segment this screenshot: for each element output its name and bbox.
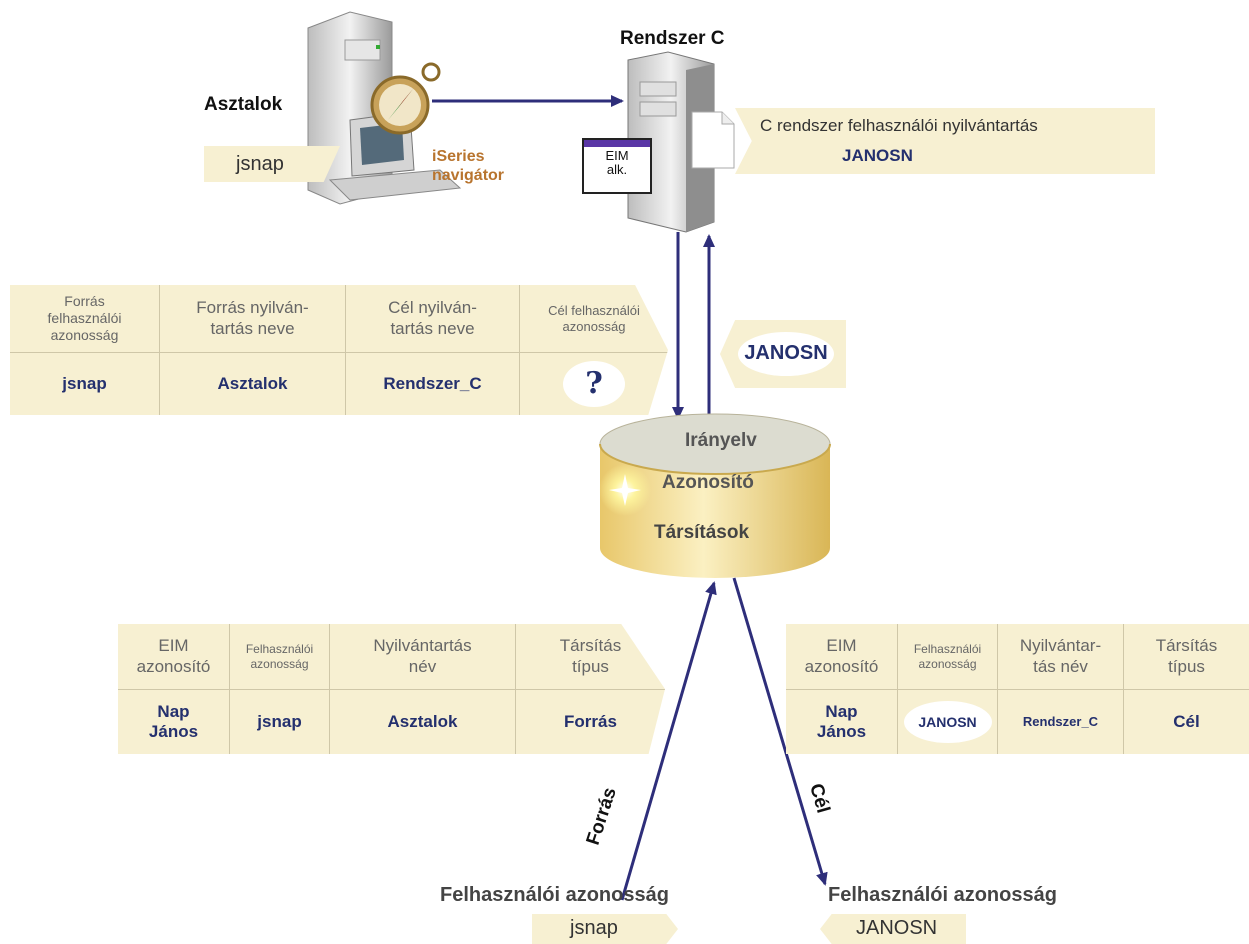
db-bottom-label: Társítások bbox=[654, 522, 750, 543]
eim-app-label: EIM alk. bbox=[605, 148, 629, 178]
returned-user: JANOSN bbox=[744, 342, 828, 364]
registry-user: JANOSN bbox=[842, 146, 913, 165]
database-icon bbox=[599, 413, 831, 578]
compass-icon bbox=[370, 62, 441, 135]
returned-user-band: JANOSN bbox=[720, 320, 846, 388]
target-header: Társítás típus bbox=[1124, 624, 1249, 690]
target-cell: Cél bbox=[1173, 711, 1200, 731]
window-titlebar bbox=[584, 140, 650, 147]
desktop-user: jsnap bbox=[236, 153, 284, 175]
desktop-label: Asztalok bbox=[204, 94, 283, 115]
question-mark: ? bbox=[563, 361, 625, 407]
document-icon bbox=[691, 111, 735, 169]
lookup-cell-unknown: ? bbox=[520, 353, 668, 415]
db-top-label: Irányelv bbox=[685, 430, 757, 451]
source-cell: Nap János bbox=[118, 690, 230, 754]
target-header: Nyilvántar- tás név bbox=[998, 624, 1124, 690]
source-table: EIM azonosító Felhasználói azonosság Nyi… bbox=[118, 624, 665, 754]
source-header: Nyilvántartás név bbox=[330, 624, 516, 690]
target-header: Felhasználói azonosság bbox=[898, 624, 998, 690]
arrow-icon bbox=[620, 581, 717, 901]
db-mid-label: Azonosító bbox=[662, 472, 754, 493]
desktop-user-band: jsnap bbox=[204, 146, 340, 182]
source-cell: Forrás bbox=[564, 711, 617, 731]
lookup-header: Forrás felhasználói azonosság bbox=[10, 285, 160, 353]
registry-title: C rendszer felhasználói nyilvántartás bbox=[760, 116, 1038, 135]
lookup-header: Cél felhasználói azonosság bbox=[520, 285, 668, 353]
lookup-table: Forrás felhasználói azonosság Forrás nyi… bbox=[10, 285, 668, 415]
target-identity-title: Felhasználói azonosság bbox=[828, 884, 1057, 906]
navigator-label: iSeries navigátor bbox=[432, 148, 505, 185]
target-identity-band: JANOSN bbox=[820, 914, 966, 944]
target-cell: Nap János bbox=[786, 690, 898, 754]
source-identity-band: jsnap bbox=[532, 914, 678, 944]
system-c-label: Rendszer C bbox=[620, 28, 725, 49]
source-identity-value: jsnap bbox=[570, 917, 618, 939]
source-identity-title: Felhasználói azonosság bbox=[440, 884, 669, 906]
source-header: Társítás típus bbox=[516, 624, 665, 690]
source-header: EIM azonosító bbox=[118, 624, 230, 690]
target-table: EIM azonosító Felhasználói azonosság Nyi… bbox=[786, 624, 1249, 754]
source-cell: jsnap bbox=[230, 690, 330, 754]
lookup-header: Forrás nyilván- tartás neve bbox=[160, 285, 346, 353]
target-cell: JANOSN bbox=[898, 690, 998, 754]
target-cell: Rendszer_C bbox=[998, 690, 1124, 754]
target-header: EIM azonosító bbox=[786, 624, 898, 690]
target-user-highlight: JANOSN bbox=[903, 701, 992, 743]
eim-app-window: EIM alk. bbox=[582, 138, 652, 194]
lookup-cell: Rendszer_C bbox=[346, 353, 520, 415]
lookup-cell: jsnap bbox=[10, 353, 160, 415]
arrow-icon bbox=[732, 577, 828, 886]
target-arrow-label: Cél bbox=[805, 781, 833, 815]
target-identity-value: JANOSN bbox=[856, 917, 938, 939]
registry-band bbox=[735, 108, 1155, 174]
lookup-cell: Asztalok bbox=[160, 353, 346, 415]
source-cell: Asztalok bbox=[330, 690, 516, 754]
lookup-header: Cél nyilván- tartás neve bbox=[346, 285, 520, 353]
source-arrow-label: Forrás bbox=[583, 785, 621, 848]
source-header: Felhasználói azonosság bbox=[230, 624, 330, 690]
